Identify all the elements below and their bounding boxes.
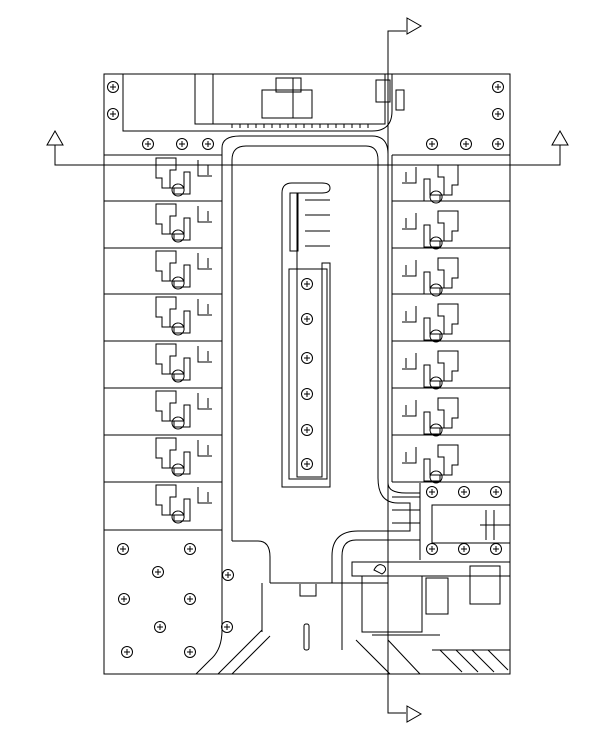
tree-cross-mark bbox=[155, 569, 161, 575]
tree-icon bbox=[119, 594, 130, 605]
left-unit-layouts bbox=[156, 158, 212, 523]
tree-cross-mark bbox=[493, 489, 499, 495]
service-block bbox=[352, 483, 510, 674]
top-facility-block bbox=[195, 74, 404, 128]
garden-area bbox=[196, 531, 270, 674]
section-arrow-right bbox=[552, 131, 568, 145]
tree-icon bbox=[302, 279, 313, 290]
tree-cross-mark bbox=[187, 546, 193, 552]
tree-icon bbox=[222, 622, 233, 633]
gate-symbol bbox=[300, 584, 316, 596]
tree-icon bbox=[493, 82, 504, 93]
tree-icon bbox=[493, 109, 504, 120]
tree-icon bbox=[185, 544, 196, 555]
tree-cross-mark bbox=[187, 649, 193, 655]
tree-cross-mark bbox=[429, 141, 435, 147]
tree-cross-mark bbox=[157, 624, 163, 630]
section-line-horizontal bbox=[55, 145, 560, 165]
tree-cross-mark bbox=[110, 84, 116, 90]
tree-cross-mark bbox=[205, 141, 211, 147]
tree-icon bbox=[153, 567, 164, 578]
tree-cross-mark bbox=[124, 649, 130, 655]
section-line-vertical bbox=[388, 31, 406, 713]
tree-icon bbox=[493, 139, 504, 150]
tree-cross-mark bbox=[463, 141, 469, 147]
tree-icon bbox=[427, 139, 438, 150]
tree-icon bbox=[185, 594, 196, 605]
tree-icon bbox=[491, 544, 502, 555]
section-arrow-left bbox=[47, 131, 63, 145]
tree-icon bbox=[108, 109, 119, 120]
tree-cross-mark bbox=[304, 427, 310, 433]
tree-cross-mark bbox=[225, 572, 231, 578]
left-unit-row bbox=[104, 155, 222, 530]
tree-cross-mark bbox=[495, 111, 501, 117]
tree-icon bbox=[461, 139, 472, 150]
tree-cross-mark bbox=[120, 546, 126, 552]
tree-cross-mark bbox=[429, 546, 435, 552]
section-arrow-bottom bbox=[407, 706, 421, 722]
tree-icon bbox=[302, 459, 313, 470]
road-divider-mark bbox=[304, 624, 309, 650]
right-unit-layouts bbox=[402, 165, 458, 483]
tree-icon bbox=[302, 353, 313, 364]
tree-cross-mark bbox=[145, 141, 151, 147]
loop-road-outer bbox=[222, 136, 420, 650]
tree-icon bbox=[302, 314, 313, 325]
tree-icon bbox=[459, 544, 470, 555]
loop-road-inner bbox=[232, 146, 410, 583]
section-arrow-top bbox=[407, 18, 421, 34]
tree-cross-mark bbox=[304, 355, 310, 361]
tree-cross-mark bbox=[461, 546, 467, 552]
tree-cross-mark bbox=[179, 141, 185, 147]
tree-cross-mark bbox=[187, 596, 193, 602]
tree-icon bbox=[118, 544, 129, 555]
central-island bbox=[282, 183, 330, 487]
top-band-wall bbox=[123, 74, 392, 131]
tree-cross-mark bbox=[461, 489, 467, 495]
tree-icon bbox=[427, 544, 438, 555]
tree-icon bbox=[122, 647, 133, 658]
tree-cross-mark bbox=[429, 489, 435, 495]
tree-icon bbox=[143, 139, 154, 150]
right-unit-row bbox=[392, 155, 510, 482]
tree-icon bbox=[302, 389, 313, 400]
tree-cross-mark bbox=[493, 546, 499, 552]
tree-cross-mark bbox=[224, 624, 230, 630]
tree-cross-mark bbox=[495, 141, 501, 147]
tree-cross-mark bbox=[304, 461, 310, 467]
tree-icon bbox=[223, 570, 234, 581]
tree-cross-mark bbox=[304, 316, 310, 322]
tree-cross-mark bbox=[495, 84, 501, 90]
tree-icon bbox=[459, 487, 470, 498]
tree-cross-mark bbox=[121, 596, 127, 602]
tree-icon bbox=[177, 139, 188, 150]
tree-icon bbox=[185, 647, 196, 658]
tree-icon bbox=[427, 487, 438, 498]
tree-cross-mark bbox=[304, 391, 310, 397]
tree-icon bbox=[203, 139, 214, 150]
tree-icon bbox=[491, 487, 502, 498]
tree-icon bbox=[108, 82, 119, 93]
tree-cross-mark bbox=[110, 111, 116, 117]
tree-icon bbox=[302, 425, 313, 436]
tree-cross-mark bbox=[304, 281, 310, 287]
tree-icon bbox=[155, 622, 166, 633]
